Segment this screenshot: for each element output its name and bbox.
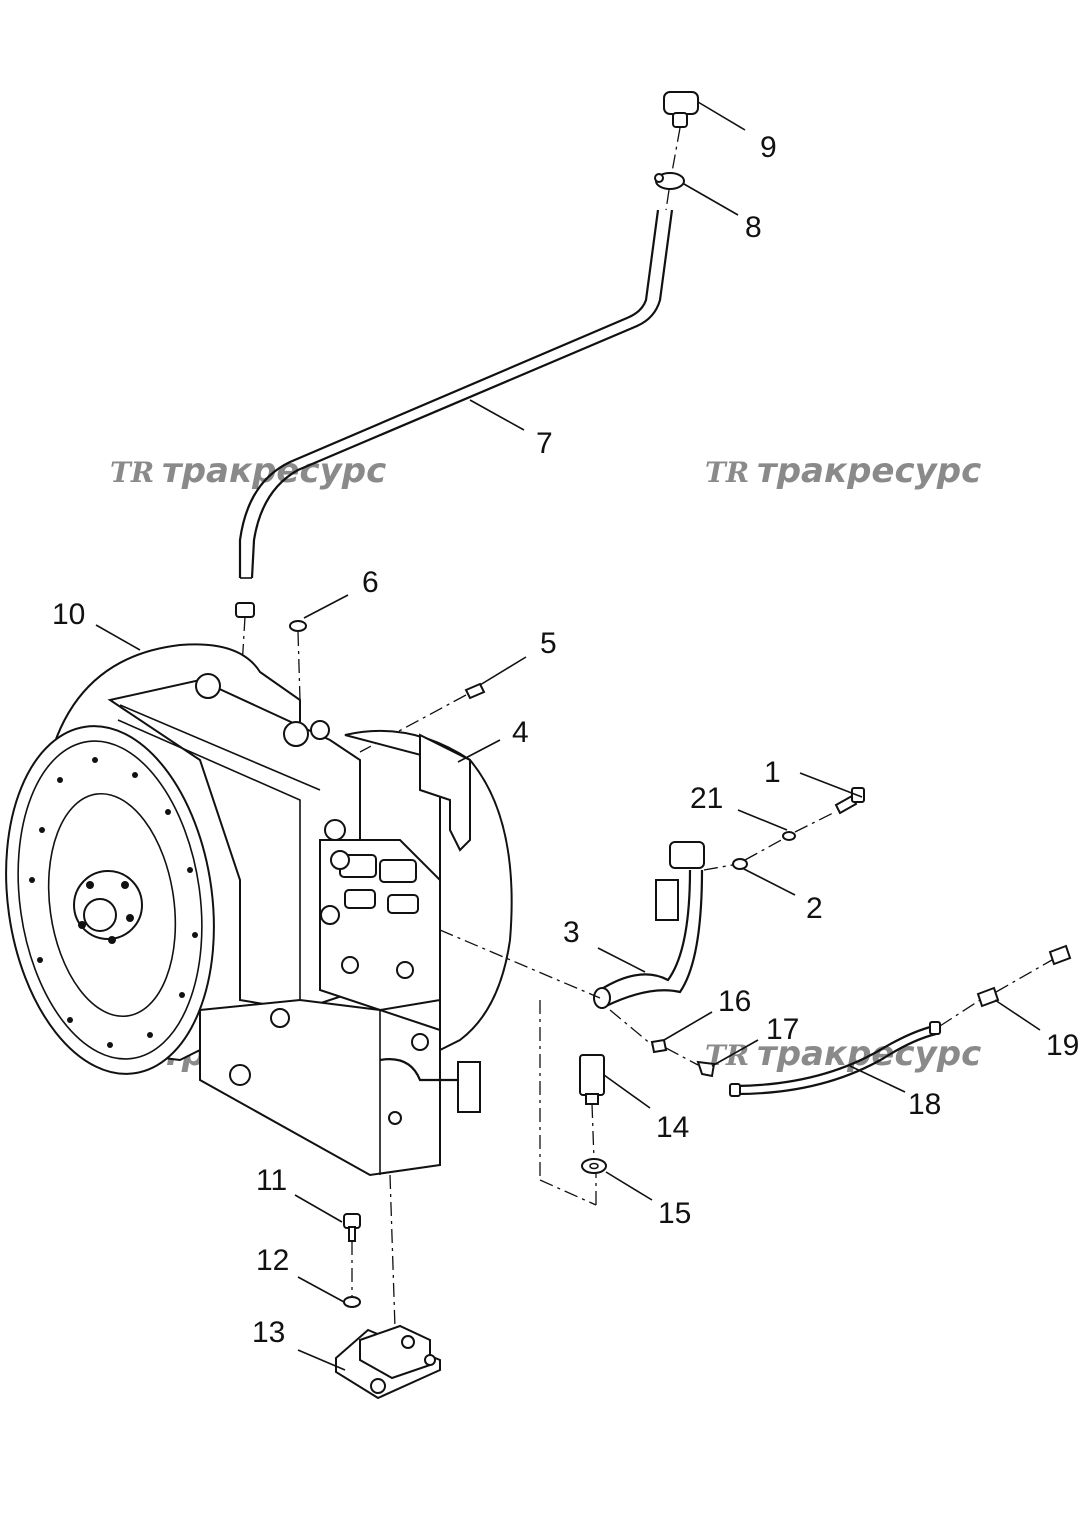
part-7-pipe (238, 209, 674, 579)
callout-8: 8 (745, 211, 762, 244)
watermark-text: тракресурс (757, 451, 981, 491)
transmission-assembly (5, 643, 513, 1177)
callout-18: 18 (908, 1088, 941, 1121)
callout-3: 3 (563, 916, 580, 949)
watermark-2: TR тракресурс (705, 451, 981, 491)
callout-11: 11 (256, 1164, 287, 1197)
part-21-lock-washer (782, 811, 836, 841)
part-9-cap (663, 91, 699, 173)
callout-13: 13 (252, 1316, 285, 1349)
part-12-washer (343, 1296, 361, 1308)
callout-15: 15 (658, 1197, 691, 1230)
callout-19: 19 (1046, 1029, 1079, 1062)
part-13-mount-block (335, 1324, 441, 1400)
part-18-hose (729, 1021, 941, 1097)
callout-17: 17 (766, 1013, 799, 1046)
callout-21: 21 (690, 782, 723, 815)
part-3-filler-tube (593, 841, 739, 1009)
flywheel-bolts (29, 757, 198, 1048)
callout-labels: 1 2 3 4 5 6 7 8 9 10 11 12 13 14 15 16 1… (52, 131, 1079, 1349)
part-6-o-ring (289, 620, 307, 701)
watermark-1: TR тракресурс (110, 451, 386, 491)
callout-7: 7 (536, 427, 553, 460)
watermark-text: тракресурс (757, 1034, 981, 1074)
part-2-washer (732, 837, 786, 870)
part-1-bolt (834, 787, 865, 815)
part-14-bolt (579, 1054, 605, 1161)
part-19-fitting (976, 986, 1000, 1008)
part-15-washer (581, 1158, 607, 1174)
pipe-fitting (235, 602, 255, 701)
callout-4: 4 (512, 716, 529, 749)
callout-16: 16 (718, 985, 751, 1018)
callout-12: 12 (256, 1244, 289, 1277)
callout-1: 1 (764, 756, 781, 789)
part-17-elbow (696, 1060, 716, 1078)
callout-10: 10 (52, 598, 85, 631)
watermark-4: TR тракресурс (705, 1034, 981, 1074)
end-fitting (1048, 944, 1072, 966)
part-8-clamp (654, 172, 685, 211)
leader-lines (95, 101, 1041, 1371)
callout-5: 5 (540, 627, 557, 660)
watermark-logo: TR (705, 456, 749, 489)
callout-2: 2 (806, 892, 823, 925)
watermark-logo: TR (110, 456, 154, 489)
callout-14: 14 (656, 1111, 689, 1144)
callout-6: 6 (362, 566, 379, 599)
part-16-fitting (650, 1038, 668, 1054)
callout-9: 9 (760, 131, 777, 164)
part-11-bolt (343, 1213, 361, 1296)
